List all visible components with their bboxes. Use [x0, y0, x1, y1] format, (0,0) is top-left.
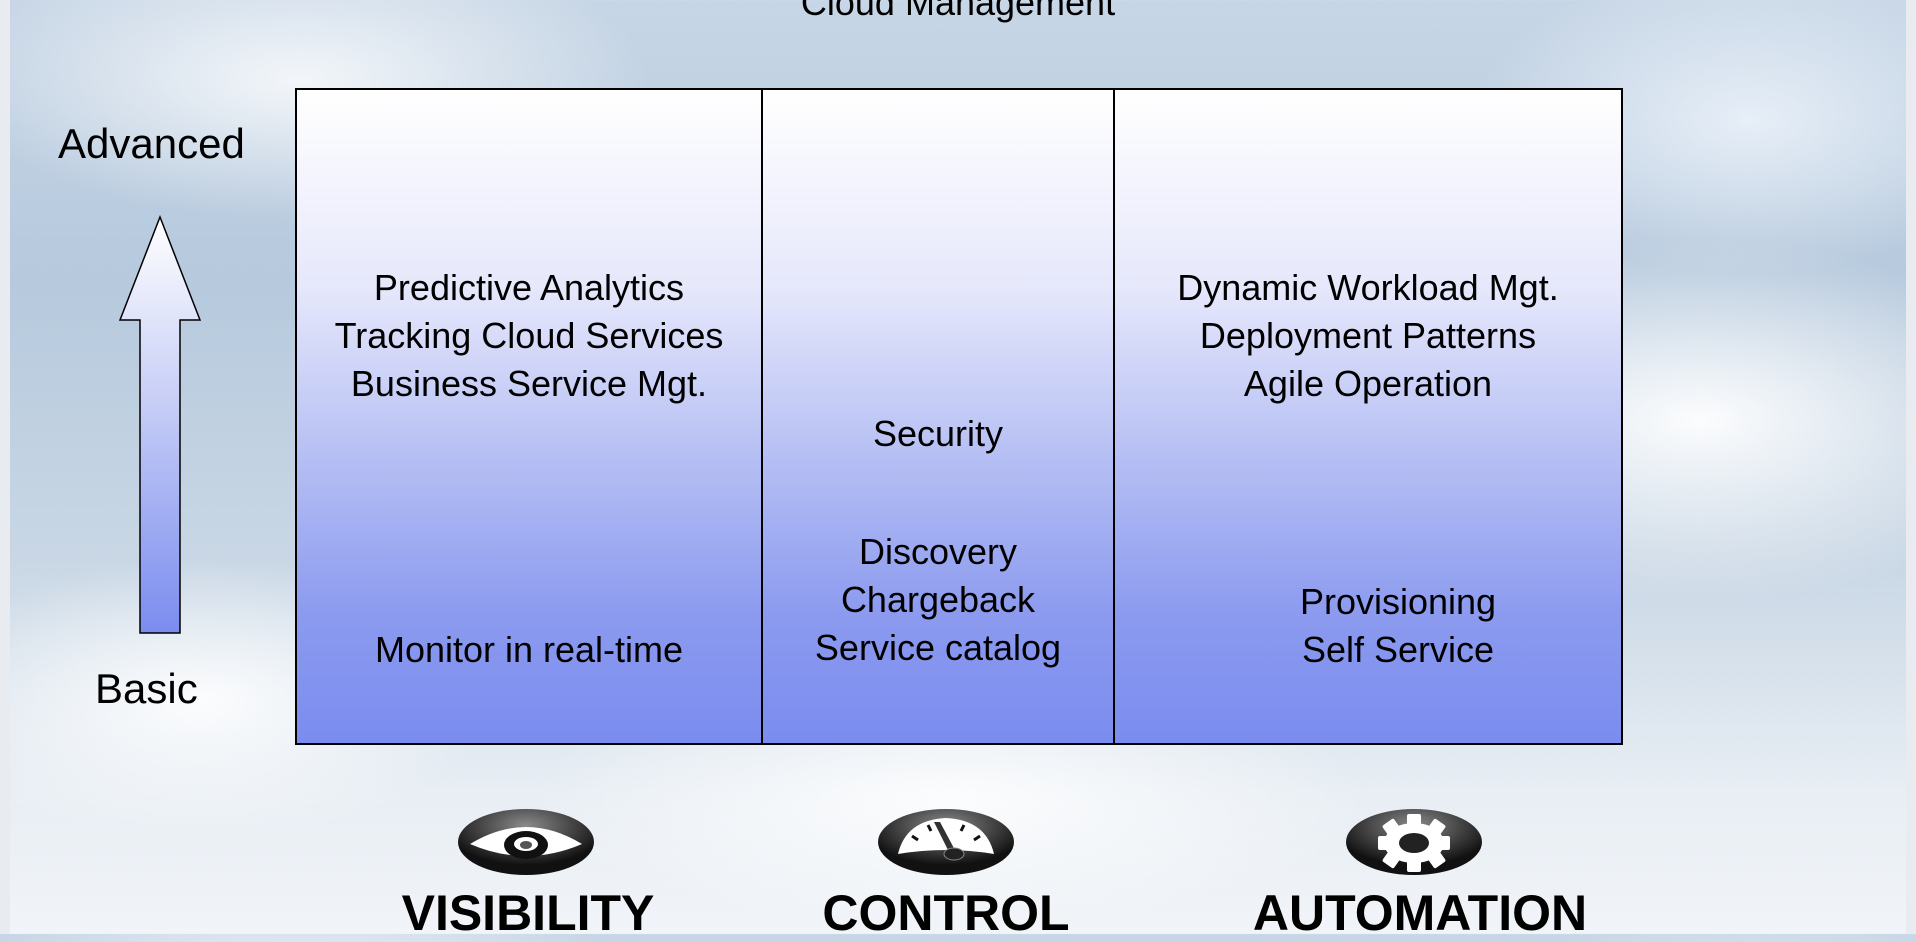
capability-item: Discovery — [858, 531, 1018, 572]
right-edge — [1906, 0, 1916, 934]
advanced-capabilities: Dynamic Workload Mgt. Deployment Pattern… — [1115, 264, 1621, 408]
capability-item: Business Service Mgt. — [350, 363, 708, 404]
capability-item: Provisioning — [1299, 581, 1497, 622]
capability-item: Deployment Patterns — [1199, 315, 1537, 356]
capability-item: Agile Operation — [1243, 363, 1493, 404]
capability-item: Monitor in real-time — [374, 629, 684, 670]
capability-item: Service catalog — [814, 627, 1062, 668]
capability-item: Tracking Cloud Services — [334, 315, 724, 356]
eye-icon — [458, 809, 594, 875]
intermediate-capabilities: Security — [763, 410, 1113, 458]
capability-item: Dynamic Workload Mgt. — [1177, 267, 1559, 308]
column-label-automation: AUTOMATION — [1252, 885, 1588, 941]
column-label-control: CONTROL — [822, 885, 1070, 941]
page-title: Cloud Management — [800, 0, 1116, 23]
capability-grid: Predictive Analytics Tracking Cloud Serv… — [295, 88, 1623, 745]
up-arrow-icon — [118, 215, 202, 634]
axis-label-advanced: Advanced — [58, 120, 245, 167]
column-automation: Dynamic Workload Mgt. Deployment Pattern… — [1113, 90, 1621, 743]
speedometer-icon — [878, 809, 1014, 875]
gear-icon — [1346, 809, 1482, 875]
basic-capabilities: Provisioning Self Service — [1175, 578, 1621, 674]
column-visibility: Predictive Analytics Tracking Cloud Serv… — [297, 90, 761, 743]
capability-item: Chargeback — [840, 579, 1036, 620]
capability-item: Security — [872, 413, 1004, 454]
advanced-capabilities: Predictive Analytics Tracking Cloud Serv… — [297, 264, 761, 408]
basic-capabilities: Monitor in real-time — [297, 626, 761, 674]
capability-item: Self Service — [1301, 629, 1495, 670]
left-edge — [0, 0, 10, 934]
basic-capabilities: Discovery Chargeback Service catalog — [763, 528, 1113, 672]
column-label-visibility: VISIBILITY — [401, 885, 655, 941]
column-control: Security Discovery Chargeback Service ca… — [761, 90, 1113, 743]
axis-label-basic: Basic — [95, 665, 198, 712]
capability-item: Predictive Analytics — [373, 267, 685, 308]
